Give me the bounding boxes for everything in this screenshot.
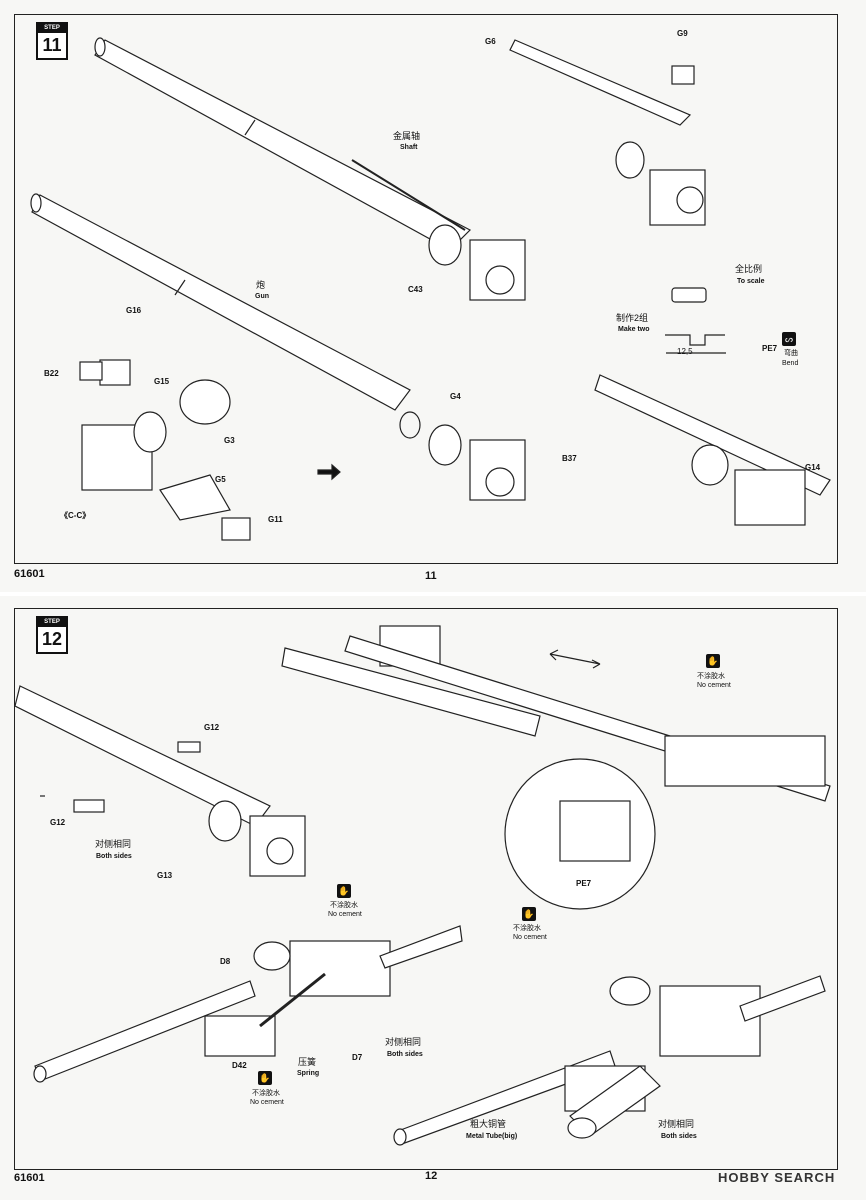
note-make-two-en: Make two <box>618 326 650 333</box>
note-gun-en: Gun <box>255 293 269 300</box>
note-bend-cn: 弯曲 <box>784 350 798 357</box>
page-12: STEP 12 ✋ 不涂胶水 No cement G12 G12 对侧相同 Bo… <box>0 596 866 1200</box>
hobby-search-watermark: HOBBY SEARCH <box>718 1170 836 1185</box>
note-metal-tube-cn: 粗大铜管 <box>470 1119 507 1129</box>
note-no-cement-en-1: No cement <box>697 682 731 689</box>
note-make-two-cn: 制作2组 <box>616 313 649 323</box>
label-g4: G4 <box>450 392 461 401</box>
note-both-sides-en-1: Both sides <box>96 853 132 860</box>
note-shaft-cn: 金属轴 <box>393 131 421 141</box>
label-g11: G11 <box>268 515 283 524</box>
step-12-badge: STEP 12 <box>36 616 68 654</box>
label-g5: G5 <box>215 475 226 484</box>
no-cement-icon-3: ✋ <box>337 884 351 898</box>
note-both-sides-cn-2: 对侧相同 <box>385 1037 422 1047</box>
label-g15: G15 <box>154 377 170 386</box>
label-g12-b: G12 <box>50 818 66 827</box>
label-cc: 《C-C》 <box>60 511 91 520</box>
step-12-number: 12 <box>41 629 63 649</box>
step-11-badge: STEP 11 <box>36 22 68 60</box>
label-g12-a: G12 <box>204 723 220 732</box>
note-both-sides-cn-3: 对侧相同 <box>658 1119 695 1129</box>
note-scale-en: To scale <box>737 278 765 285</box>
page-number-11: 11 <box>425 570 437 582</box>
label-d8: D8 <box>220 957 231 966</box>
label-d42: D42 <box>232 1061 247 1070</box>
label-c43: C43 <box>408 285 423 294</box>
note-no-cement-cn-4: 不涂胶水 <box>252 1090 280 1097</box>
page-11: STEP 11 G6 G9 金属轴 Shaft C43 炮 Gun G16 B2… <box>0 0 866 592</box>
note-both-sides-en-2: Both sides <box>387 1051 423 1058</box>
bend-icon: ᔕ <box>782 332 796 346</box>
label-g13: G13 <box>157 871 173 880</box>
note-bend-en: Bend <box>782 360 799 367</box>
page-12-frame <box>14 608 838 1170</box>
no-cement-icon-4: ✋ <box>258 1071 272 1085</box>
product-code-11: 61601 <box>14 568 45 580</box>
no-cement-icon-1: ✋ <box>706 654 720 668</box>
label-g6: G6 <box>485 37 496 46</box>
note-no-cement-en-4: No cement <box>250 1099 284 1106</box>
label-b37: B37 <box>562 454 577 463</box>
page-11-frame <box>14 14 838 564</box>
note-metal-tube-en: Metal Tube(big) <box>466 1133 518 1140</box>
page-12-drawing <box>14 625 831 1146</box>
note-no-cement-cn-3: 不涂胶水 <box>330 902 358 909</box>
note-both-sides-cn-1: 对侧相同 <box>95 839 132 849</box>
note-no-cement-cn-1: 不涂胶水 <box>697 673 725 680</box>
note-spring-en: Spring <box>297 1070 320 1077</box>
dimension-label: 12,5 <box>677 347 693 356</box>
label-g14: G14 <box>805 463 821 472</box>
product-code-12: 61601 <box>14 1172 45 1184</box>
no-cement-icon-2: ✋ <box>522 907 536 921</box>
note-no-cement-en-2: No cement <box>513 934 547 941</box>
note-scale-cn: 全比例 <box>735 264 763 274</box>
step-11-number: 11 <box>42 35 62 55</box>
label-g16: G16 <box>126 306 142 315</box>
note-gun-cn: 炮 <box>256 280 266 290</box>
label-g3: G3 <box>224 436 235 445</box>
note-spring-cn: 压簧 <box>298 1057 317 1067</box>
note-both-sides-en-3: Both sides <box>661 1133 697 1140</box>
label-d7: D7 <box>352 1053 363 1062</box>
page-number-12: 12 <box>425 1170 438 1182</box>
note-no-cement-cn-2: 不涂胶水 <box>513 925 541 932</box>
page-11-drawing <box>30 37 831 541</box>
note-no-cement-en-3: No cement <box>328 911 362 918</box>
label-b22: B22 <box>44 369 59 378</box>
note-shaft-en: Shaft <box>400 144 418 151</box>
label-g9: G9 <box>677 29 688 38</box>
label-pe7-12: PE7 <box>576 879 592 888</box>
label-pe7: PE7 <box>762 344 778 353</box>
